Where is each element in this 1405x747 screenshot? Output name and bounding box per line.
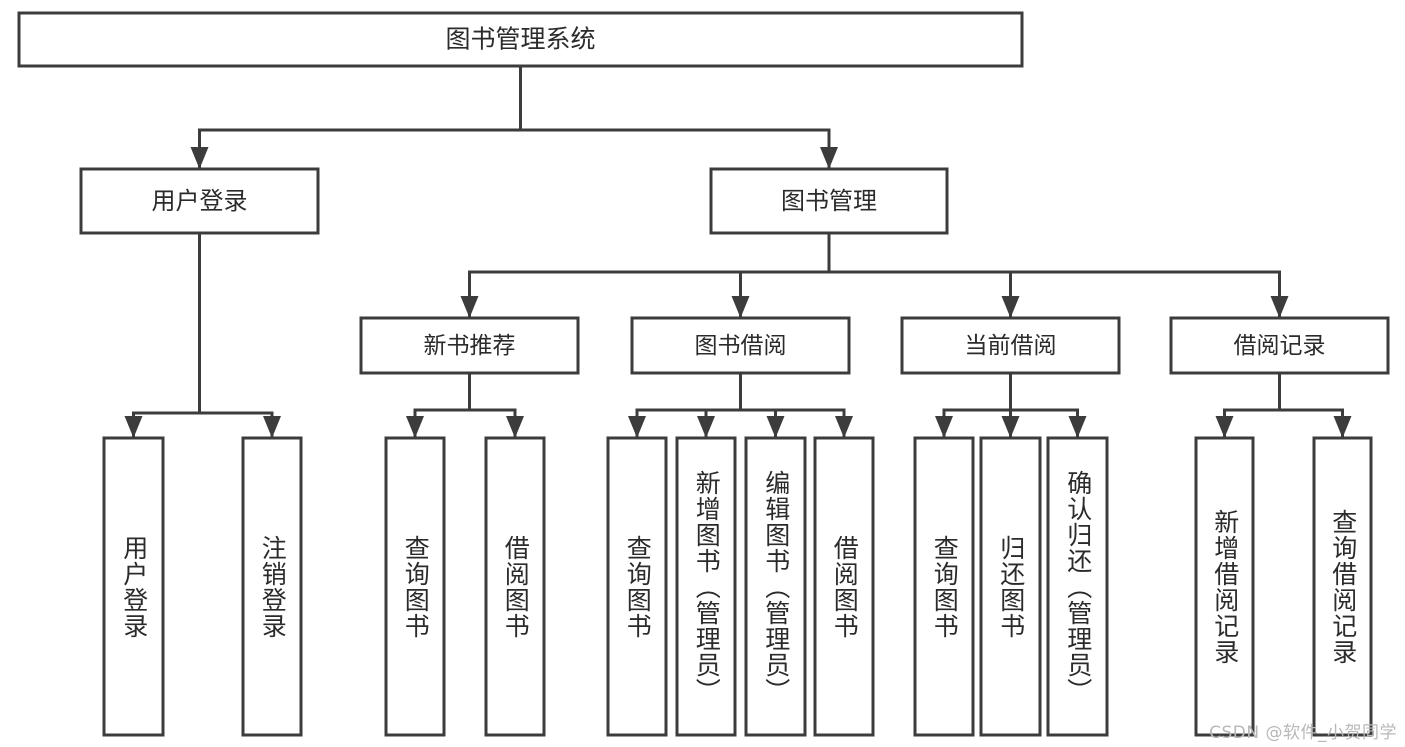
arrow-borrow_record-to-leaf-1	[1333, 416, 1352, 438]
leaf-box-new_book_rec-1[interactable]	[484, 436, 546, 737]
leaf-box-book_borrow-3[interactable]	[813, 436, 875, 737]
leaf-box-borrow_record-1[interactable]	[1312, 436, 1373, 737]
arrow-new_book_rec-to-leaf-0	[406, 416, 424, 438]
node-box-current_borrow[interactable]	[900, 316, 1121, 375]
arrow-current_borrow-to-leaf-1	[1001, 416, 1020, 438]
arrow-root-to-book-manage	[820, 147, 838, 169]
arrow-current_borrow-to-leaf-0	[935, 416, 953, 438]
node-box-user_login[interactable]	[79, 167, 320, 235]
arrow-book_borrow-to-leaf-2	[766, 416, 785, 438]
arrow-book-manage-to-current_borrow	[1001, 296, 1020, 318]
node-box-new_book_rec[interactable]	[359, 316, 580, 375]
node-label-root: 图书管理系统	[445, 25, 595, 54]
leaf-box-book_borrow-2[interactable]	[744, 436, 807, 737]
node-box-book_borrow[interactable]	[630, 316, 851, 375]
node-box-layer	[17, 11, 1390, 737]
arrow-borrow_record-to-leaf-0	[1215, 416, 1234, 438]
node-label-new_book_rec: 新书推荐	[424, 333, 516, 359]
leaf-box-book_borrow-0[interactable]	[606, 436, 668, 737]
node-box-borrow_record[interactable]	[1169, 316, 1390, 375]
arrow-book_borrow-to-leaf-0	[628, 416, 646, 438]
node-label-book_manage: 图书管理	[781, 187, 877, 215]
node-box-root[interactable]	[17, 11, 1024, 68]
node-label-borrow_record: 借阅记录	[1234, 333, 1326, 359]
leaf-box-user_login-0[interactable]	[102, 436, 165, 737]
arrow-book-manage-to-new_book_rec	[460, 296, 479, 318]
arrow-root-to-user-login	[190, 147, 209, 169]
arrow-user_login-to-leaf-0	[124, 416, 143, 438]
watermark: CSDN @软件_小贺同学	[1209, 723, 1397, 743]
leaf-box-user_login-1[interactable]	[241, 436, 303, 737]
node-label-book_borrow: 图书借阅	[695, 333, 787, 359]
arrow-current_borrow-to-leaf-2	[1068, 416, 1087, 438]
arrow-user_login-to-leaf-1	[263, 416, 281, 438]
leaf-box-current_borrow-0[interactable]	[913, 436, 975, 737]
leaf-box-book_borrow-1[interactable]	[675, 436, 737, 737]
leaf-box-current_borrow-1[interactable]	[979, 436, 1042, 737]
arrow-book_borrow-to-leaf-1	[697, 416, 715, 438]
arrow-book-manage-to-book_borrow	[731, 296, 750, 318]
arrow-book-manage-to-borrow_record	[1270, 296, 1289, 318]
arrow-book_borrow-to-leaf-3	[835, 416, 853, 438]
leaf-box-current_borrow-2[interactable]	[1046, 436, 1109, 737]
node-box-book_manage[interactable]	[709, 167, 949, 235]
arrow-new_book_rec-to-leaf-1	[506, 416, 524, 438]
connector-layer	[124, 64, 1352, 440]
node-label-user_login: 用户登录	[152, 187, 248, 215]
leaf-box-borrow_record-0[interactable]	[1194, 436, 1255, 737]
node-label-current_borrow: 当前借阅	[965, 333, 1057, 359]
leaf-box-new_book_rec-0[interactable]	[384, 436, 446, 737]
